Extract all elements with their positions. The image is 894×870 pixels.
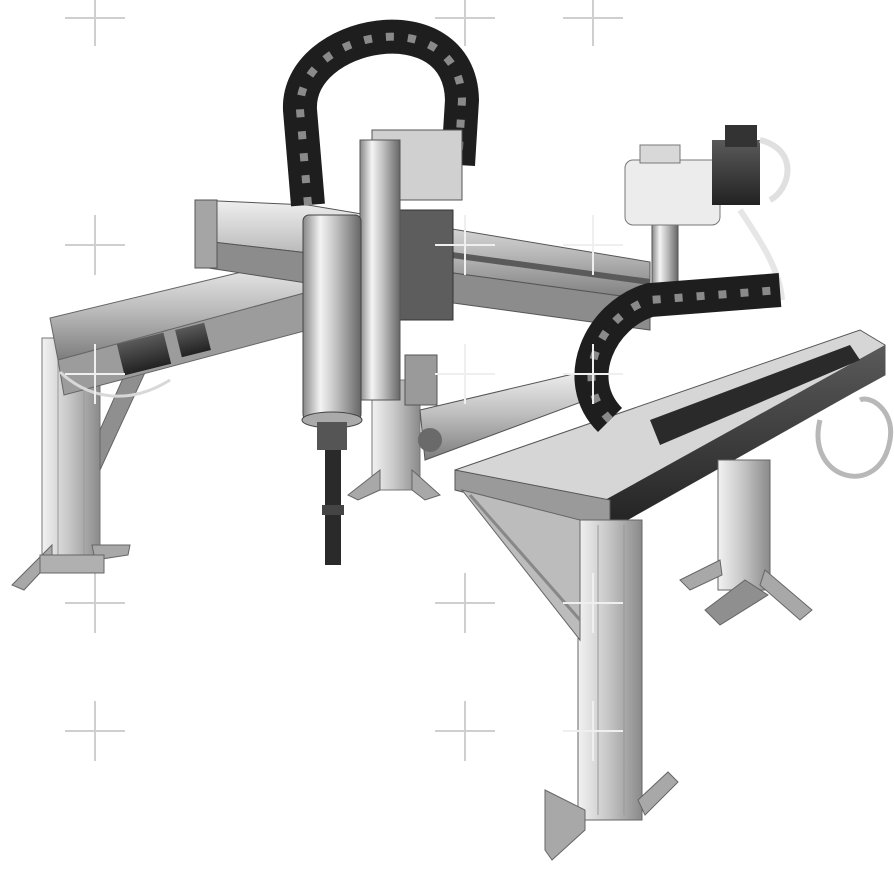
crosshair-marks-overlay [65,215,623,761]
cable-chain-right [574,273,894,479]
z-axis-carriage [301,129,463,565]
crosshair-mark-icon [435,0,495,46]
left-arm-beam [49,257,309,398]
crosshair-mark-icon [65,701,125,761]
crosshair-mark-icon [563,344,623,404]
crosshair-mark-icon [563,701,623,761]
crosshair-mark-icon [435,701,495,761]
crosshair-mark-icon [65,215,125,275]
crosshair-mark-icon [563,573,623,633]
rear-right-leg [679,459,813,626]
crosshair-mark-icon [435,344,495,404]
crosshair-mark-icon [65,344,125,404]
crosshair-mark-icon [563,215,623,275]
front-right-leg [460,489,679,861]
crosshair-mark-icon [563,0,623,46]
cable-chain-arch [283,19,479,207]
crosshair-mark-icon [65,573,125,633]
servo-motor [624,125,791,301]
crosshair-marks [65,0,623,761]
crosshair-mark-icon [435,573,495,633]
crosshair-mark-icon [435,215,495,275]
crosshair-mark-icon [65,0,125,46]
